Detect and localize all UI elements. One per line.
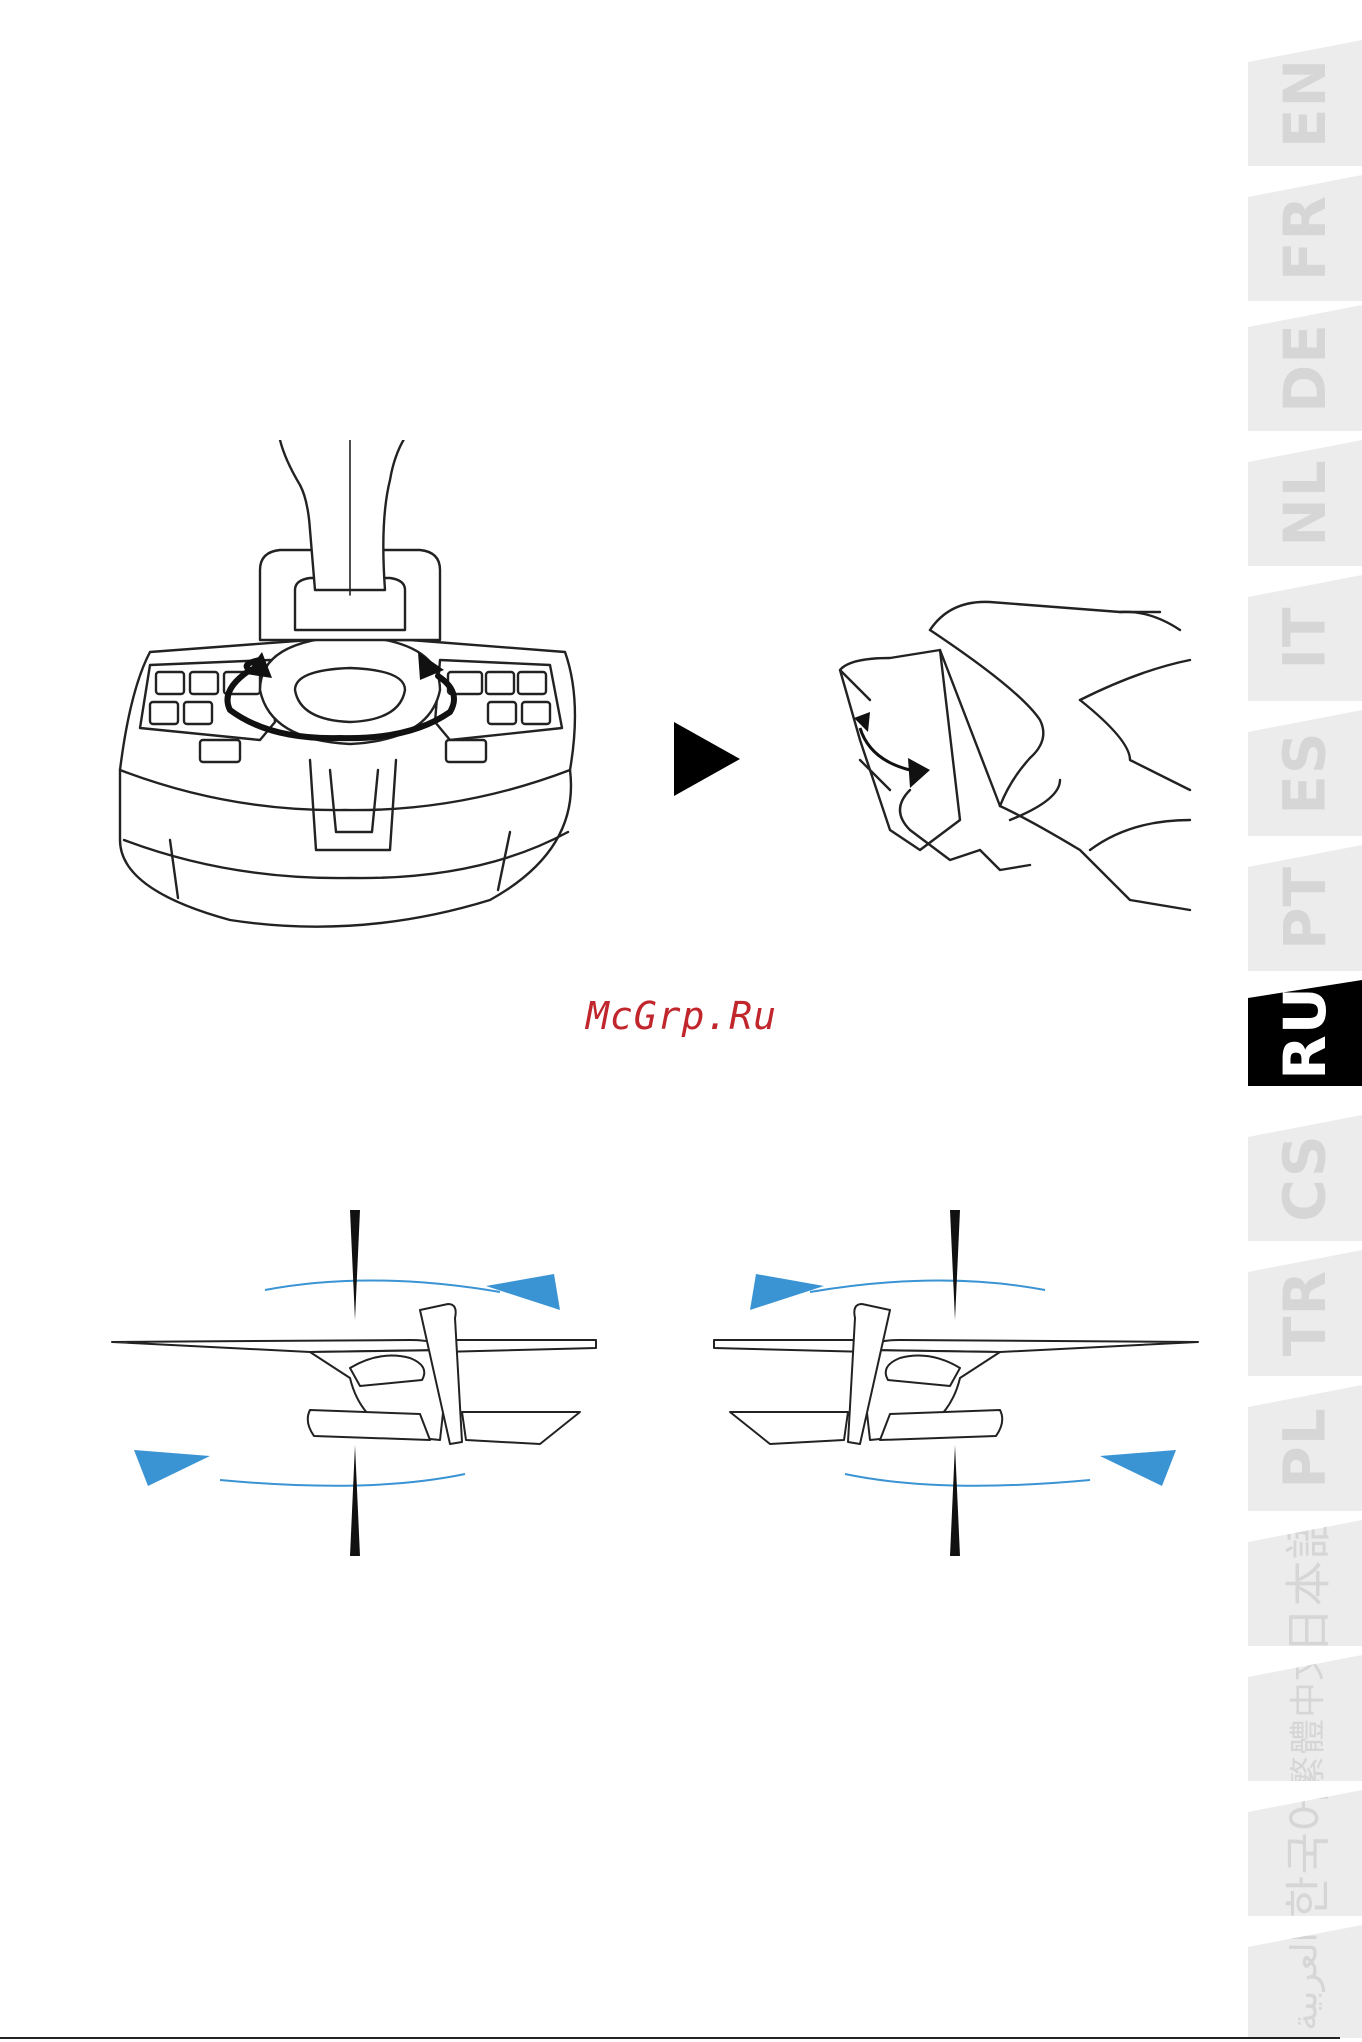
language-tab[interactable]: 한국어: [1248, 1790, 1362, 1916]
language-tab[interactable]: PL: [1248, 1385, 1362, 1511]
language-tab-label: TR: [1271, 1270, 1339, 1356]
language-tab-label: 日本語: [1272, 1513, 1338, 1654]
language-tab-label: DE: [1271, 323, 1339, 413]
language-tab-label: PL: [1271, 1407, 1339, 1488]
language-tab[interactable]: PT: [1248, 845, 1362, 971]
joystick-illustration: [110, 440, 580, 1070]
language-tab-label: EN: [1271, 58, 1339, 148]
language-tab[interactable]: RU: [1248, 980, 1362, 1086]
language-tab[interactable]: IT: [1248, 575, 1362, 701]
watermark-text: McGrp.Ru: [586, 994, 777, 1038]
language-tab[interactable]: ES: [1248, 710, 1362, 836]
airplane-yaw-right-illustration: [110, 1200, 610, 1570]
play-arrow-icon: [674, 722, 740, 796]
language-tab[interactable]: CS: [1248, 1115, 1362, 1241]
hand-twist-illustration: [830, 600, 1210, 920]
language-tab-label: FR: [1271, 195, 1339, 281]
language-tab[interactable]: TR: [1248, 1250, 1362, 1376]
language-tab[interactable]: EN: [1248, 40, 1362, 166]
language-tab-label: 繁體中文: [1279, 1644, 1331, 1792]
language-tab-label: العربية: [1284, 1932, 1325, 2030]
language-tab-label: NL: [1271, 459, 1339, 547]
language-tab[interactable]: 繁體中文: [1248, 1655, 1362, 1781]
language-tab[interactable]: NL: [1248, 440, 1362, 566]
language-tab[interactable]: العربية: [1248, 1925, 1362, 2038]
language-tab[interactable]: FR: [1248, 175, 1362, 301]
language-tab[interactable]: 日本語: [1248, 1520, 1362, 1646]
language-tab[interactable]: DE: [1248, 305, 1362, 431]
language-tab-label: IT: [1271, 606, 1339, 669]
language-tab-label: 한국어: [1272, 1788, 1338, 1918]
language-tab-label: PT: [1271, 866, 1339, 950]
language-tab-label: RU: [1271, 986, 1339, 1080]
airplane-yaw-left-illustration: [700, 1200, 1200, 1570]
bottom-rule: [0, 2037, 1340, 2039]
language-tab-label: CS: [1271, 1134, 1339, 1221]
language-tab-label: ES: [1271, 731, 1339, 814]
rotate-arrows-icon: [210, 640, 470, 750]
